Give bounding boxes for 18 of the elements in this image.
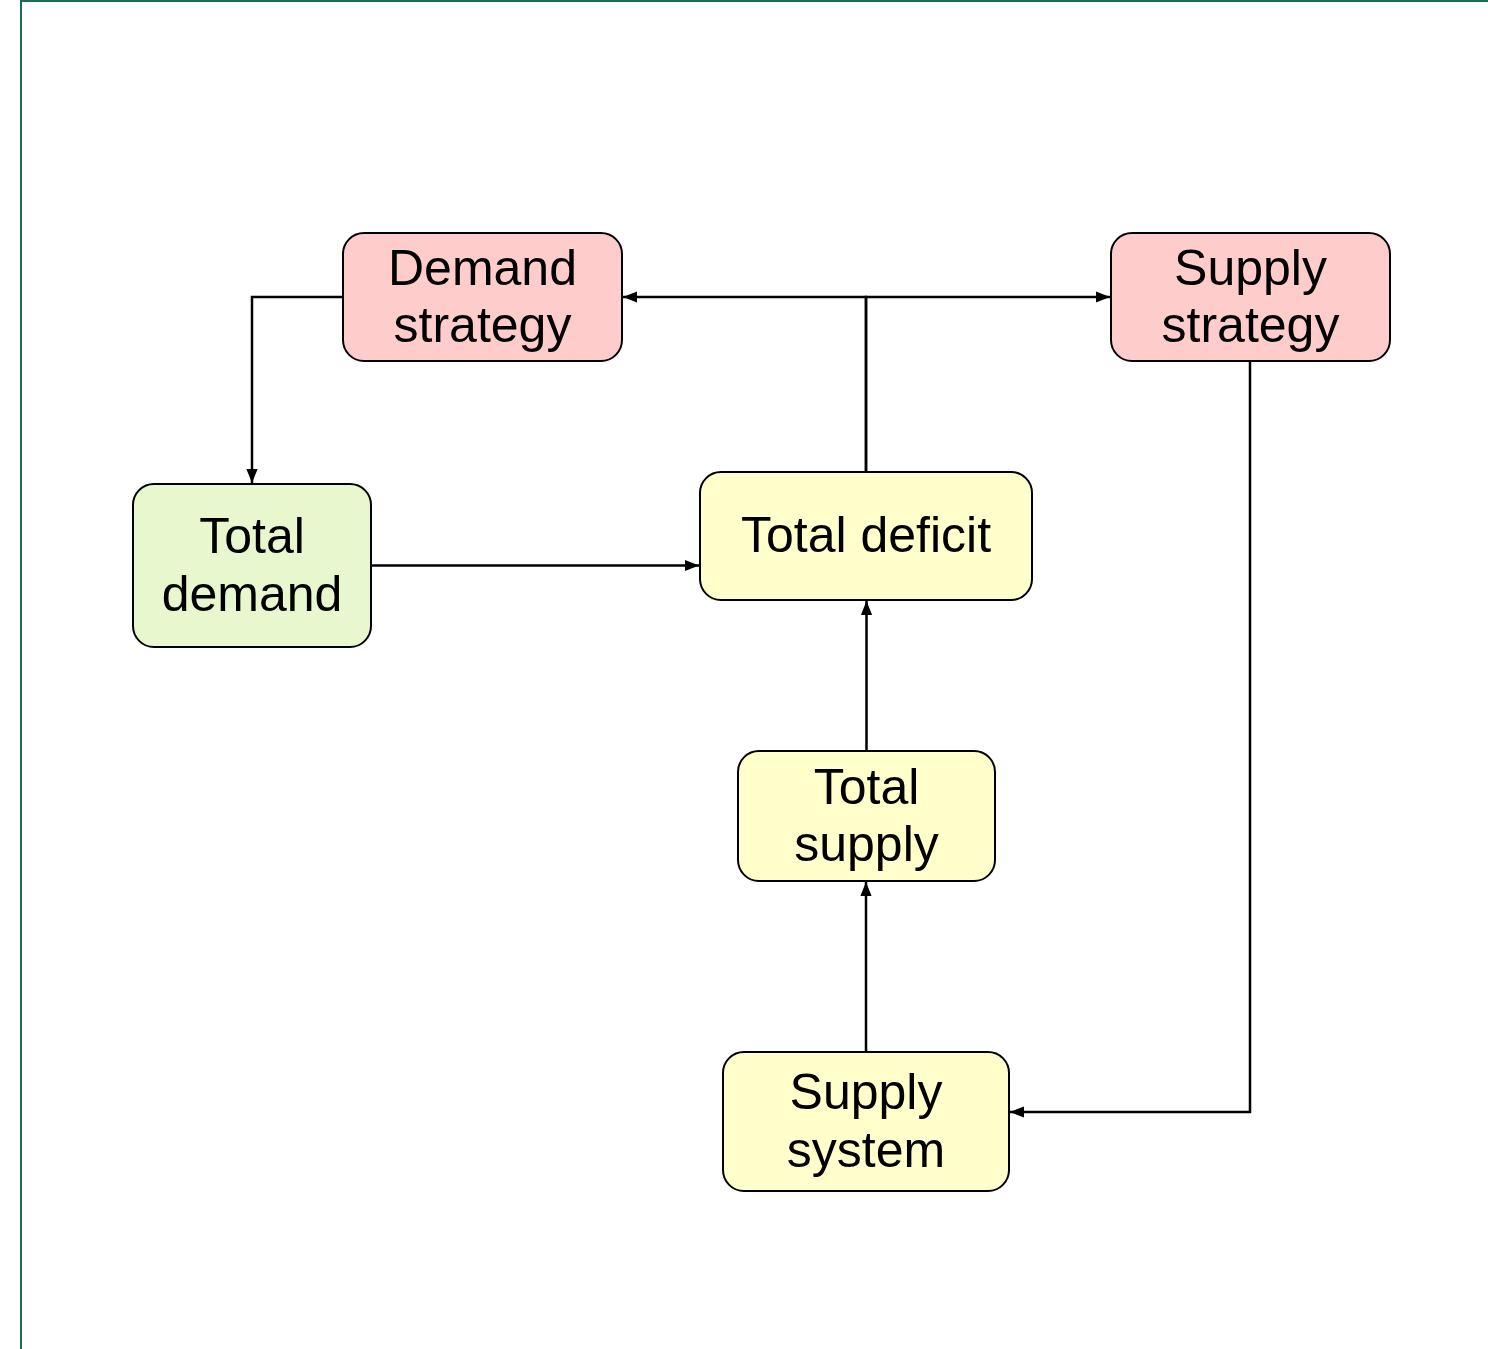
process-box	[722, 1051, 1010, 1192]
process-box	[342, 232, 623, 362]
process-box	[699, 471, 1033, 601]
node-label: Total supply	[793, 758, 940, 874]
arrow	[864, 291, 1110, 471]
arrow	[372, 559, 699, 572]
arrow	[1010, 362, 1252, 1118]
node-label: Supply strategy	[1160, 239, 1341, 355]
arrow	[860, 882, 872, 1051]
node-label: Demand strategy	[387, 239, 578, 355]
node-label: Total deficit	[740, 507, 992, 565]
arrow	[860, 601, 873, 750]
process-box	[1110, 232, 1391, 362]
arrow	[246, 295, 342, 483]
process-box	[132, 483, 372, 648]
node-label: Supply system	[785, 1064, 947, 1179]
process-box	[737, 750, 996, 882]
node-label: Total demand	[160, 508, 344, 623]
